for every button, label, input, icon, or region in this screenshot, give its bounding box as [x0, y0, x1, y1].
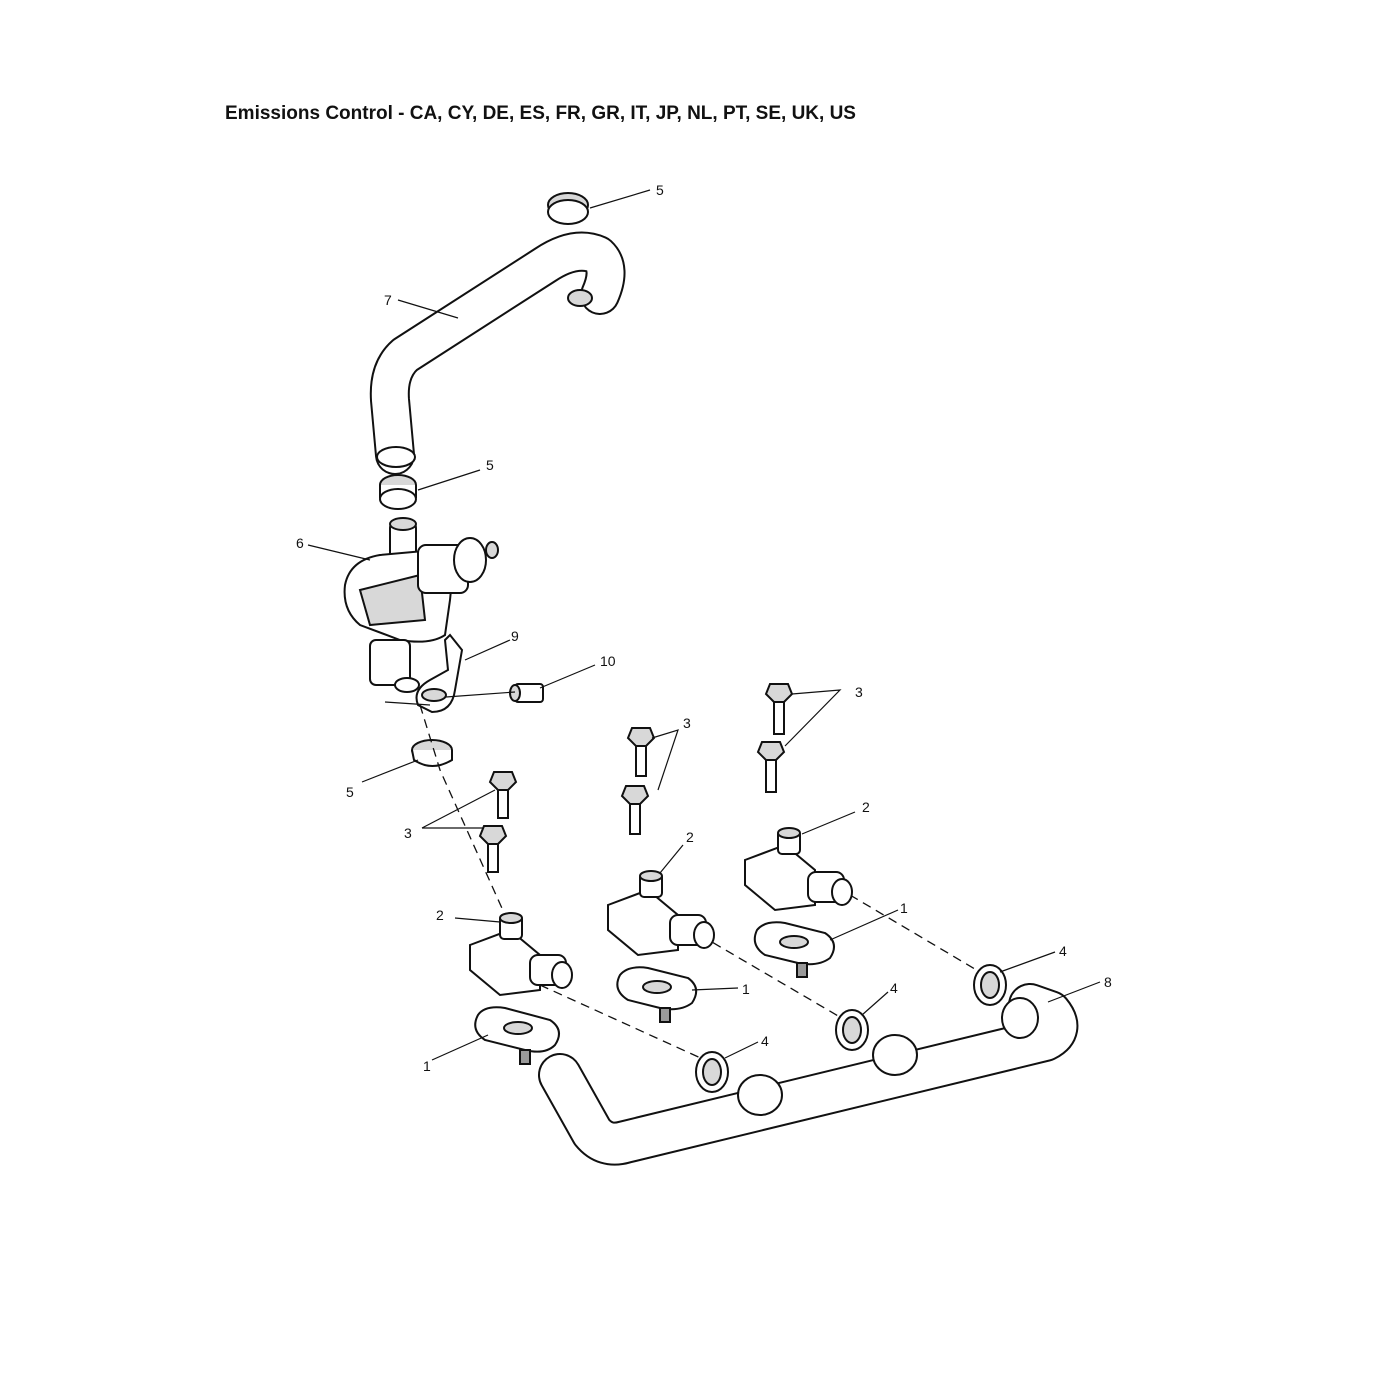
callout-1-c: 1 [900, 900, 908, 916]
callout-labels: 5 7 5 6 9 10 5 3 3 3 2 2 2 1 1 1 4 4 4 8 [296, 182, 1112, 1074]
bolt-group-a [421, 771, 518, 873]
bolt-group-b [620, 727, 679, 835]
callout-3-c: 3 [855, 684, 863, 700]
air-manifold-a [454, 912, 573, 997]
callout-6: 6 [296, 535, 304, 551]
hose-clamp-4b [835, 991, 889, 1051]
hose-clamp-top [547, 189, 651, 225]
air-manifold-c [744, 811, 856, 912]
callout-1-b: 1 [742, 981, 750, 997]
callout-10: 10 [600, 653, 616, 669]
gasket-b [616, 966, 739, 1023]
gasket-c [753, 909, 899, 978]
callout-9: 9 [511, 628, 519, 644]
hose-clamp-lower [361, 739, 453, 783]
gasket-a [431, 1006, 560, 1065]
callout-3-a: 3 [404, 825, 412, 841]
callout-2-c: 2 [862, 799, 870, 815]
bracket-9 [384, 633, 511, 714]
fitting-10 [445, 664, 596, 703]
callout-8: 8 [1104, 974, 1112, 990]
air-manifold-b [607, 844, 715, 957]
hose-clamp-4c [973, 951, 1056, 1006]
callout-1-a: 1 [423, 1058, 431, 1074]
callout-2-b: 2 [686, 829, 694, 845]
air-injection-valve [307, 517, 499, 693]
callout-3-b: 3 [683, 715, 691, 731]
diagram-title: Emissions Control - CA, CY, DE, ES, FR, … [225, 103, 856, 124]
callout-2-a: 2 [436, 907, 444, 923]
bolt-group-c [756, 683, 842, 793]
callout-7: 7 [384, 292, 392, 308]
air-injection-pipe [538, 981, 1101, 1166]
callout-4-c: 4 [1059, 943, 1067, 959]
callout-5-middle: 5 [486, 457, 494, 473]
callout-4-b: 4 [890, 980, 898, 996]
callout-5-top: 5 [656, 182, 664, 198]
air-hose-upper [369, 231, 626, 475]
callout-4-a: 4 [761, 1033, 769, 1049]
hose-clamp-middle [379, 469, 481, 510]
hose-clamp-4a [695, 1041, 759, 1093]
callout-5-lower: 5 [346, 784, 354, 800]
